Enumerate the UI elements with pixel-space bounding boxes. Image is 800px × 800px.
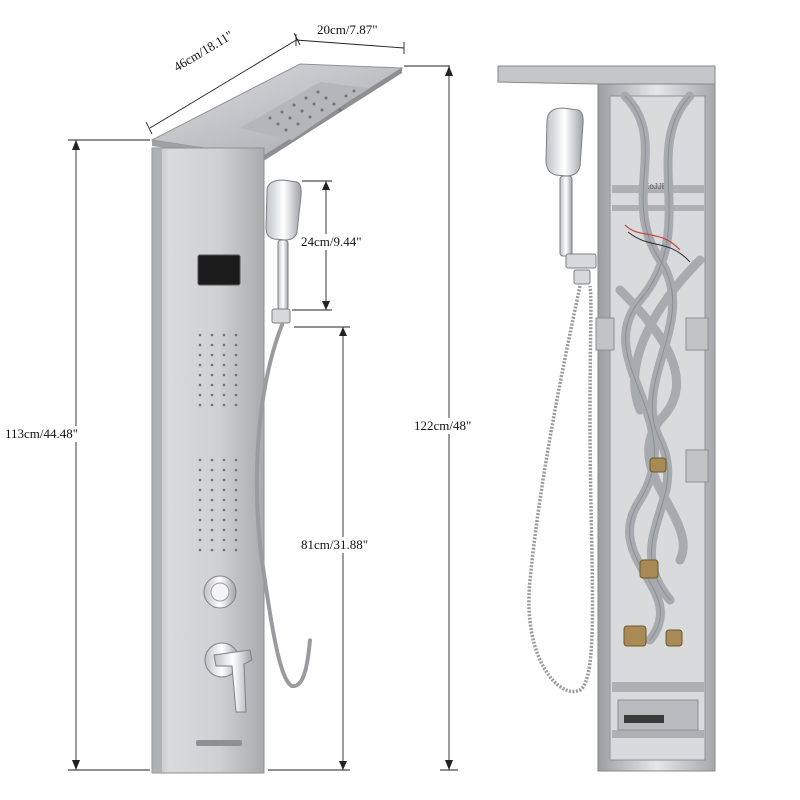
- spray-jet: [210, 508, 214, 512]
- spray-jet: [198, 488, 202, 492]
- spray-jet: [198, 373, 202, 377]
- spray-jet: [222, 383, 226, 387]
- spray-jet: [222, 468, 226, 472]
- spray-jet: [198, 333, 202, 337]
- spray-jet: [198, 518, 202, 522]
- spray-jet: [198, 508, 202, 512]
- spray-jet: [210, 518, 214, 522]
- back-top-cap: [497, 65, 716, 85]
- spray-jet: [210, 488, 214, 492]
- spray-jet: [234, 488, 238, 492]
- spray-jet: [222, 538, 226, 542]
- spray-jet: [234, 538, 238, 542]
- back-handheld-shower: [545, 107, 597, 285]
- spray-jet: [210, 383, 214, 387]
- rain-nozzles: [268, 89, 356, 132]
- spray-jet: [210, 528, 214, 532]
- spray-jet: [222, 528, 226, 532]
- mixer-lever-handle[interactable]: [204, 642, 253, 713]
- spray-jet: [234, 508, 238, 512]
- spray-jet: [222, 333, 226, 337]
- spray-jet: [222, 363, 226, 367]
- spray-jet: [210, 393, 214, 397]
- spray-jet: [234, 343, 238, 347]
- spray-jet: [222, 498, 226, 502]
- spray-jet: [210, 458, 214, 462]
- tub-spout-slot: [196, 740, 242, 746]
- rain-nozzle-plate: [240, 82, 368, 140]
- spray-jet: [210, 548, 214, 552]
- spray-jet: [210, 403, 214, 407]
- hose-height-dimension-label: 81cm/31.88": [300, 537, 370, 553]
- spray-jet: [234, 548, 238, 552]
- depth-dimension-label: 20cm/7.87": [317, 22, 378, 37]
- spray-jet: [222, 343, 226, 347]
- spray-jet: [210, 363, 214, 367]
- spray-jet: [222, 458, 226, 462]
- spray-jet: [198, 403, 202, 407]
- spray-jet: [198, 538, 202, 542]
- spray-jet: [234, 498, 238, 502]
- front-panel: [150, 63, 404, 774]
- spray-jet: [234, 403, 238, 407]
- spray-jet: [222, 518, 226, 522]
- spray-jet: [198, 468, 202, 472]
- spray-jet: [234, 478, 238, 482]
- spray-jet: [210, 373, 214, 377]
- spray-jet: [198, 478, 202, 482]
- spray-jet: [210, 468, 214, 472]
- handheld-dimension-label: 24cm/9.44": [300, 234, 363, 250]
- spray-jet: [198, 363, 202, 367]
- spray-jet: [234, 393, 238, 397]
- spray-jet: [198, 498, 202, 502]
- panel-body: [151, 147, 265, 774]
- spray-jet: [222, 548, 226, 552]
- spray-jet: [234, 363, 238, 367]
- diverter-knob[interactable]: [203, 575, 237, 609]
- spray-jet: [210, 353, 214, 357]
- spray-jet: [222, 373, 226, 377]
- spray-jet: [234, 353, 238, 357]
- spray-jet: [222, 403, 226, 407]
- spray-jet: [210, 538, 214, 542]
- dimension-arrows: [72, 66, 453, 770]
- spray-jet: [210, 333, 214, 337]
- spray-jet: [210, 498, 214, 502]
- spray-jet: [222, 488, 226, 492]
- panel-height-dimension-label: 113cm/44.48": [4, 426, 80, 442]
- spray-jet: [198, 548, 202, 552]
- spray-jet: [210, 343, 214, 347]
- spray-jet: [222, 478, 226, 482]
- spray-jet: [234, 383, 238, 387]
- spray-jet: [234, 458, 238, 462]
- spray-jet: [198, 393, 202, 397]
- spray-jet: [198, 458, 202, 462]
- spray-jet: [234, 333, 238, 337]
- spray-jet: [198, 353, 202, 357]
- spray-jet: [198, 528, 202, 532]
- spray-jet: [234, 373, 238, 377]
- spray-jet: [198, 383, 202, 387]
- shower-hose: [254, 323, 312, 688]
- spray-jet: [222, 353, 226, 357]
- spray-jet: [222, 393, 226, 397]
- spray-jet: [210, 478, 214, 482]
- body-spray-jets: [198, 333, 238, 552]
- total-height-dimension-label: 122cm/48": [413, 418, 473, 434]
- back-brand-label: KoJJEL: [644, 182, 672, 191]
- spray-jet: [234, 528, 238, 532]
- spray-jet: [222, 508, 226, 512]
- back-panel-open: KoJJEL: [497, 65, 716, 772]
- handheld-shower[interactable]: [265, 179, 302, 324]
- temperature-display: [197, 254, 241, 286]
- spray-jet: [234, 468, 238, 472]
- spray-jet: [234, 518, 238, 522]
- back-shower-hose: [527, 285, 595, 694]
- spray-jet: [198, 343, 202, 347]
